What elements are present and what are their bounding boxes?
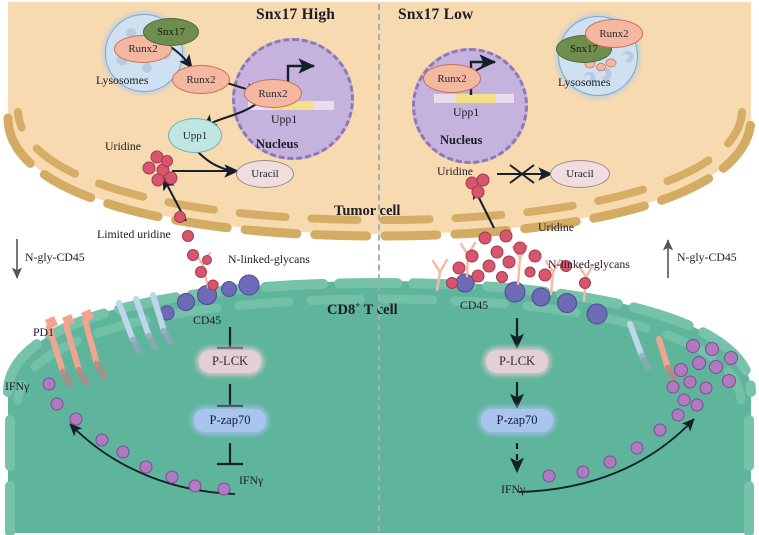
- uracil-right: Uracil: [550, 160, 610, 188]
- runx2-lysosome-right: Runx2: [585, 19, 643, 48]
- lysosomes-label-right: Lysosomes: [558, 75, 611, 89]
- limited-uridine-label: Limited uridine: [97, 227, 171, 241]
- n-linked-glycans-label-right: N-linked-glycans: [548, 257, 630, 271]
- tumor-membrane-inner: [14, 108, 746, 225]
- p-lck-left: P-LCK: [199, 350, 261, 373]
- gene-flank-right-2: [496, 94, 514, 103]
- cascade-left: [217, 327, 243, 466]
- nucleus-label-left: Nucleus: [256, 137, 299, 151]
- tumor-cell-label: Tumor cell: [334, 203, 401, 219]
- uridine-label-right-inside: Uridine: [437, 164, 474, 178]
- gene-flank-right-1: [434, 94, 456, 103]
- uridine-molecules-left-inside: [142, 150, 178, 187]
- n-gly-cd45-label-right: N-gly-CD45: [677, 250, 737, 264]
- tcell-label-main: CD8: [327, 301, 356, 318]
- runx2-lysosome-left: Runx2: [114, 35, 172, 63]
- panel-header-left: Snx17 High: [256, 6, 336, 23]
- cd45-receptors-left: [159, 274, 260, 321]
- uracil-left: Uracil: [236, 160, 294, 188]
- uridine-label-left: Uridine: [105, 139, 142, 153]
- tcr-receptors-right: [627, 321, 678, 383]
- upp1-enzyme-left: Upp1: [168, 118, 222, 153]
- arrow-ifng-secretion-right: [518, 418, 695, 493]
- uridine-label-right-outside: Uridine: [538, 220, 575, 234]
- p-zap70-left: P-zap70: [194, 409, 266, 432]
- cd45-label-right: CD45: [460, 298, 489, 312]
- p-lck-right: P-LCK: [486, 350, 548, 373]
- lysosomes-label-left: Lysosomes: [96, 73, 149, 87]
- ifng-molecules-left: [42, 377, 231, 496]
- gene-body-left: [272, 101, 314, 110]
- tcr-receptors-left: [116, 292, 174, 355]
- gene-label-right: Upp1: [453, 105, 480, 119]
- ifng-label-pathway-right: IFNγ: [501, 482, 526, 496]
- gene-flank-left-2: [314, 101, 334, 110]
- uridine-molecules-right-inside: [465, 173, 490, 199]
- tcell-label: CD8+ T cell: [327, 300, 398, 319]
- runx2-nucleus-right: Runx2: [423, 64, 481, 93]
- snx17-left: Snx17: [143, 18, 199, 46]
- arrow-upp1-catalysis-left: [196, 150, 229, 172]
- panel-header-right: Snx17 Low: [398, 6, 474, 23]
- tcell-label-tail: T cell: [360, 301, 398, 318]
- cd45-receptors-right: [455, 273, 608, 325]
- runx2-nucleus-left: Runx2: [244, 79, 302, 108]
- gene-body-right: [456, 94, 496, 103]
- gene-label-left: Upp1: [271, 112, 298, 126]
- p-zap70-right: P-zap70: [481, 409, 553, 432]
- pd1-label: PD1: [33, 325, 54, 339]
- ifng-label-outside-left: IFNγ: [5, 379, 30, 393]
- n-gly-cd45-label-left: N-gly-CD45: [25, 250, 85, 264]
- nucleus-label-right: Nucleus: [440, 133, 483, 147]
- tumor-membrane: [3, 113, 756, 241]
- n-linked-glycans-label-left: N-linked-glycans: [228, 252, 310, 266]
- ifng-label-pathway-left: IFNγ: [239, 473, 264, 487]
- uridine-molecules-right-outside: [446, 229, 591, 289]
- arrow-ifng-secretion-left: [69, 423, 236, 495]
- runx2-cytosol-left: Runx2: [172, 65, 230, 94]
- pd1-receptors-left: [45, 309, 108, 388]
- arrow-uridine-to-uracil-right: [497, 164, 554, 184]
- ifng-molecules-right: [542, 339, 738, 483]
- tcell-membrane-lower: [5, 415, 754, 535]
- tcell-label-sup: +: [355, 300, 361, 310]
- uridine-molecules-left-outside: [174, 211, 219, 291]
- panel-divider: [378, 4, 380, 531]
- cd45-label-left: CD45: [193, 313, 222, 327]
